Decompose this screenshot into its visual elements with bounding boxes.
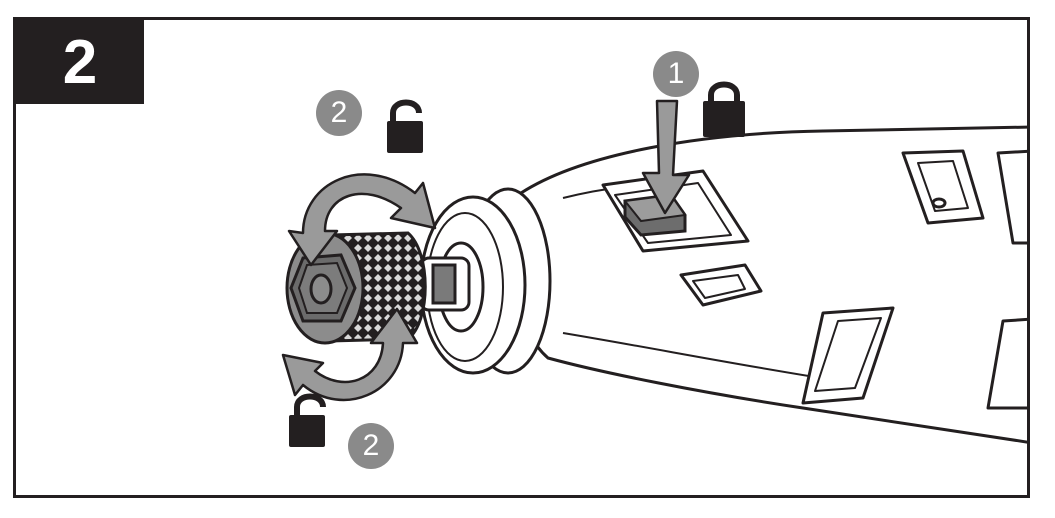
rotation-arrow-top xyxy=(287,173,437,267)
instruction-panel: 2 1 2 2 xyxy=(13,17,1030,498)
callout-badge-2-top: 2 xyxy=(316,90,362,136)
rotation-arrow-bottom xyxy=(281,307,419,402)
callout-badge-2-bottom: 2 xyxy=(348,423,394,469)
collet-nut xyxy=(285,231,427,345)
callout-badge-1: 1 xyxy=(653,51,699,97)
press-arrow xyxy=(641,99,691,215)
spindle-shaft xyxy=(419,256,471,312)
spindle-lock-button xyxy=(623,193,687,237)
nose-cap xyxy=(419,187,552,375)
lock-closed-icon xyxy=(703,81,745,137)
step-number: 2 xyxy=(16,20,144,104)
lock-open-icon xyxy=(289,393,326,447)
lock-open-icon xyxy=(387,99,423,153)
tool-body xyxy=(519,125,1027,444)
rotary-tool-illustration xyxy=(281,81,1027,447)
